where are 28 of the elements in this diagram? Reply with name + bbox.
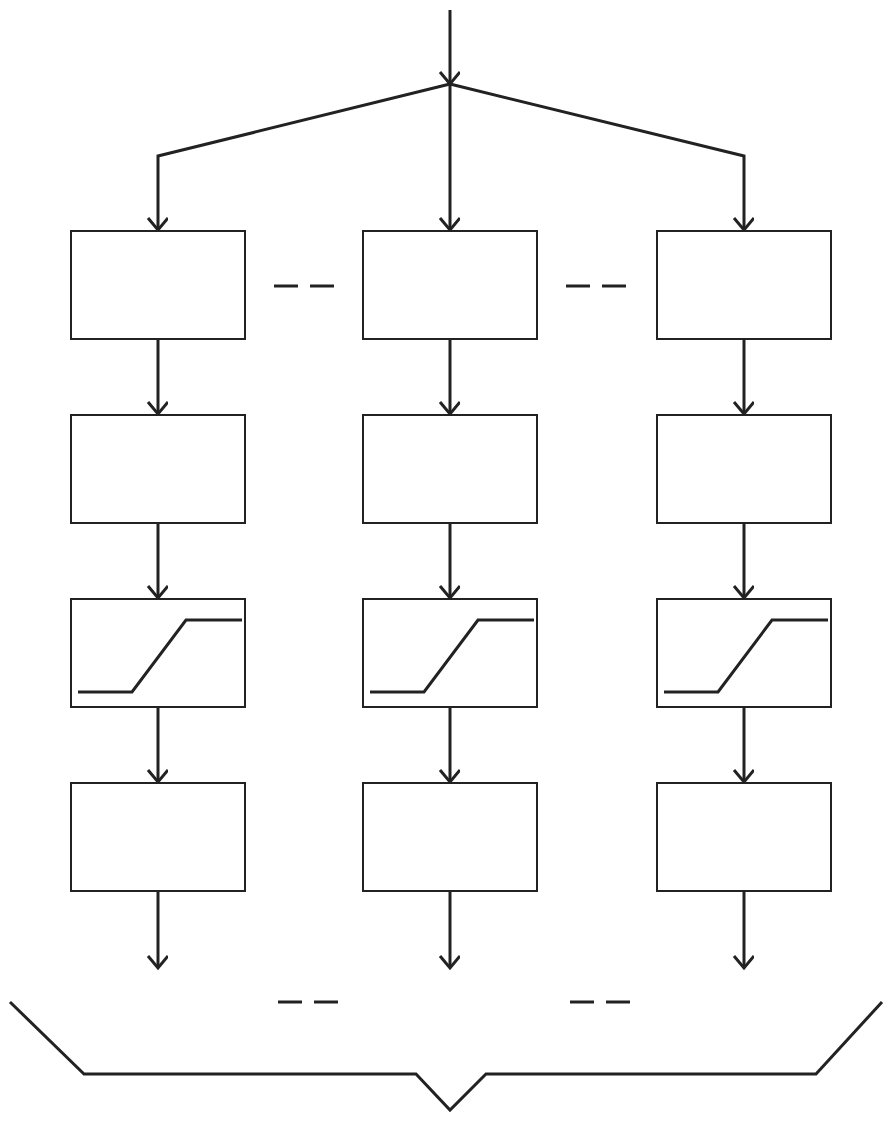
arrow bbox=[146, 82, 451, 232]
process-box bbox=[70, 230, 246, 340]
arrow bbox=[732, 340, 756, 416]
arrow bbox=[146, 708, 170, 784]
process-box bbox=[656, 782, 832, 892]
process-box bbox=[362, 598, 538, 708]
arrow bbox=[732, 892, 756, 970]
process-box bbox=[70, 782, 246, 892]
process-box bbox=[362, 230, 538, 340]
process-box bbox=[362, 414, 538, 524]
arrow bbox=[438, 10, 462, 86]
arrow bbox=[438, 524, 462, 600]
arrow bbox=[438, 84, 462, 232]
arrow bbox=[146, 340, 170, 416]
arrow bbox=[146, 524, 170, 600]
process-box bbox=[656, 598, 832, 708]
arrow bbox=[438, 892, 462, 970]
arrow bbox=[146, 892, 170, 970]
arrow bbox=[449, 82, 756, 232]
process-box bbox=[70, 414, 246, 524]
process-box bbox=[656, 230, 832, 340]
arrow bbox=[438, 708, 462, 784]
arrow bbox=[732, 524, 756, 600]
arrow bbox=[438, 340, 462, 416]
arrow bbox=[732, 708, 756, 784]
process-box bbox=[362, 782, 538, 892]
process-box bbox=[656, 414, 832, 524]
process-box bbox=[70, 598, 246, 708]
